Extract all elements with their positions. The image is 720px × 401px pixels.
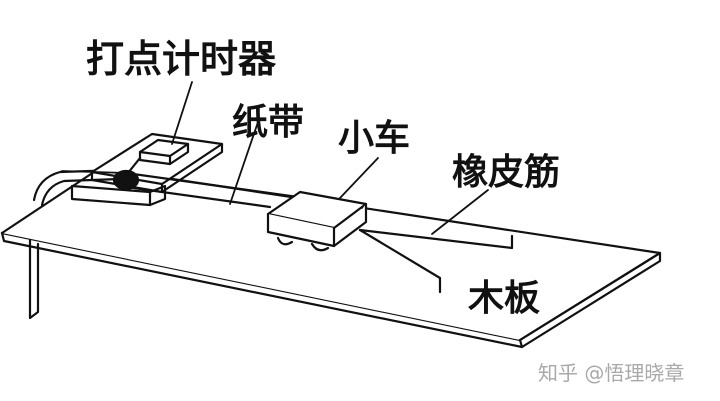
cart [266, 190, 368, 252]
label-rubber-band: 橡皮筋 [452, 152, 560, 193]
watermark-text: 知乎 @悟理晓章 [538, 361, 684, 385]
wooden-board [0, 166, 662, 349]
label-wooden-board: 木板 [468, 278, 540, 319]
label-cart: 小车 [338, 118, 410, 159]
leader-lines [171, 81, 489, 235]
label-paper-tape: 纸带 [232, 102, 304, 143]
board-support-post [28, 168, 122, 320]
tape-spool [112, 169, 140, 191]
label-ticker-timer: 打点计时器 [86, 37, 277, 81]
paper-tape [61, 170, 307, 209]
rubber-band [358, 228, 514, 294]
